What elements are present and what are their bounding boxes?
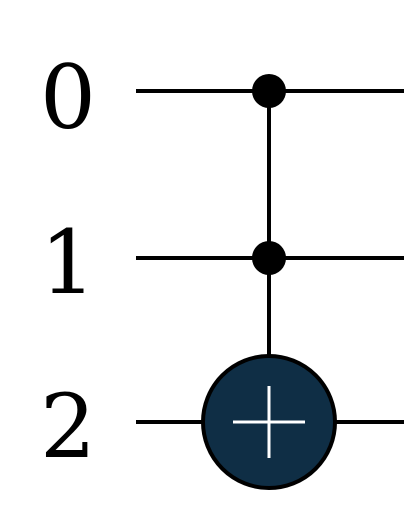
qubit-label-1: 1	[40, 211, 96, 314]
control-dot-qubit-1	[252, 241, 286, 275]
qubit-label-2: 2	[40, 375, 96, 478]
target-plus-icon	[233, 386, 305, 458]
qubit-label-0: 0	[40, 46, 96, 149]
control-dot-qubit-0	[252, 74, 286, 108]
toffoli-gate	[201, 74, 337, 490]
